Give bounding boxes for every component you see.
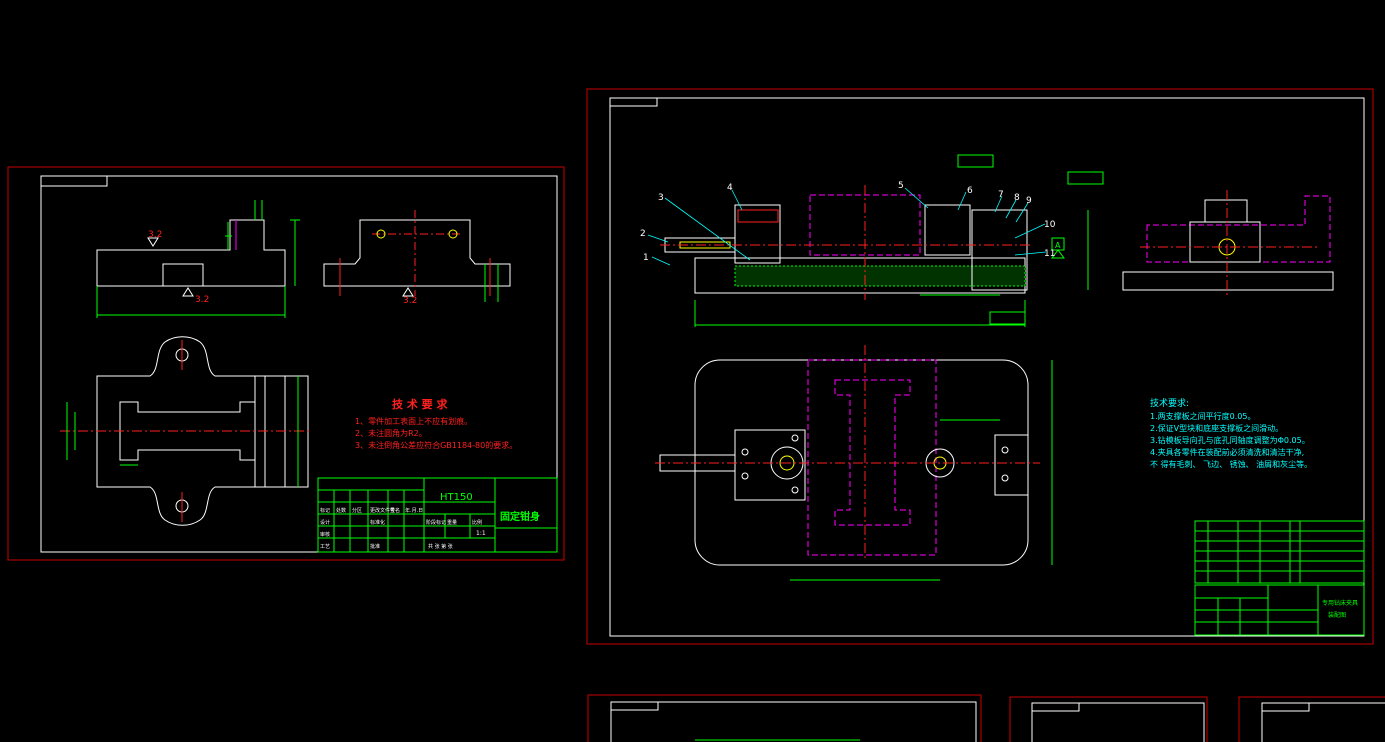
tech-line-2-2: 2.保证V型块和底座支撑板之间滑动。	[1150, 423, 1283, 433]
sheet-1-front-view	[96, 200, 300, 318]
balloon-3: 3	[658, 193, 664, 203]
datum-label: A	[1055, 241, 1061, 250]
cell-label-4: 签名	[390, 507, 400, 514]
cell-label-6: 设计	[320, 519, 330, 526]
tech-line-1-3: 3、未注倒角公差应符合GB1184-80的要求。	[355, 440, 517, 450]
sheet-2-parts-list	[1194, 520, 1365, 584]
cell-label-3: 更改文件号	[370, 507, 395, 514]
tech-title-1: 技 术 要 求	[392, 397, 448, 411]
front-view-leaders	[647, 187, 1047, 266]
cell-label-0: 标记	[320, 507, 330, 514]
sheet-2-front-view	[660, 154, 1104, 327]
cell-label-7: 标准化	[370, 519, 385, 526]
sheet-2[interactable]: 1 2 3 4 5 6 7 8 9 10 11 A	[586, 88, 1374, 645]
title-block-name-1: 固定钳身	[500, 510, 540, 523]
tech-title-2: 技术要求:	[1150, 397, 1189, 409]
cell-label-12: 工艺	[320, 544, 330, 550]
sheet-1[interactable]: 3.2 3.2 3.2	[7, 166, 565, 561]
cell-label-10: 比例	[472, 519, 482, 526]
balloon-10: 10	[1044, 220, 1056, 230]
cell-label-13: 批准	[370, 543, 380, 550]
title-block-scale: 1:1	[476, 530, 486, 537]
tech-line-2-5: 不 得有毛刺、 飞边、 锈蚀、 油屑和灰尘等。	[1150, 459, 1312, 469]
sheet-1-tech-requirements: 技 术 要 求 1、零件加工表面上不应有划痕。 2、未注圆角为R2。 3、未注倒…	[355, 397, 517, 450]
sheet-2-tech-requirements: 技术要求: 1.两支撑板之间平行度0.05。 2.保证V型块和底座支撑板之间滑动…	[1150, 397, 1312, 469]
balloon-1: 1	[643, 253, 649, 263]
balloon-4: 4	[727, 183, 733, 193]
balloon-7: 7	[998, 190, 1004, 200]
sheet-2-side-view	[1122, 190, 1334, 298]
balloon-2: 2	[640, 229, 646, 239]
title-block-material: HT150	[440, 492, 473, 503]
roughness-side-label: 3.2	[403, 296, 417, 306]
sheet-1-title-block	[317, 477, 558, 553]
sheet-1-inner-frame	[40, 175, 558, 553]
cell-label-14: 共 张 第 张	[428, 543, 453, 550]
sheet-2-title-block	[1194, 584, 1365, 636]
tech-line-1-2: 2、未注圆角为R2。	[355, 428, 427, 438]
title-block-name-2: 专用钻床夹具	[1322, 599, 1358, 607]
balloon-labels: 1 2 3 4 5 6 7 8 9 10 11	[640, 181, 1056, 263]
partial-sheet-5[interactable]	[1238, 696, 1385, 742]
cell-label-9: 重量	[447, 519, 457, 526]
tech-line-2-1: 1.两支撑板之间平行度0.05。	[1150, 411, 1255, 421]
partial-sheet-3[interactable]	[587, 694, 982, 742]
tech-line-1-1: 1、零件加工表面上不应有划痕。	[355, 416, 472, 426]
cell-label-8: 阶段标记	[426, 519, 446, 526]
balloon-8: 8	[1014, 193, 1020, 203]
title-block-cells-1: 标记 处数 分区 更改文件号 签名 年.月.日 设计 标准化 阶段标记 重量 比…	[320, 507, 482, 550]
roughness-bottom-label: 3.2	[195, 295, 209, 305]
sheet-2-top-view	[655, 345, 1053, 581]
roughness-top-label: 3.2	[148, 230, 162, 240]
tech-line-2-3: 3.钻模板导向孔与底孔同轴度调整为Φ0.05。	[1150, 435, 1310, 445]
cell-label-2: 分区	[352, 507, 362, 514]
partial-sheet-4[interactable]	[1009, 696, 1208, 742]
cell-label-1: 处数	[336, 507, 346, 514]
title-block-sub-2: 装配图	[1328, 611, 1346, 619]
sheet-2-inner-frame	[609, 97, 1365, 637]
tech-line-2-4: 4.夹具各零件在装配前必须清洗和清洁干净,	[1150, 447, 1304, 457]
sheet-2-corner-tag	[609, 97, 658, 107]
balloon-9: 9	[1026, 196, 1032, 206]
cell-label-5: 年.月.日	[405, 507, 423, 514]
cell-label-11: 审核	[320, 531, 330, 538]
balloon-6: 6	[967, 186, 973, 196]
balloon-11: 11	[1044, 249, 1055, 259]
sheet-1-top-view	[60, 336, 310, 526]
sheet-1-outer-frame	[7, 166, 565, 561]
sheet-1-corner-tag	[40, 175, 108, 187]
sheet-1-side-view	[323, 210, 511, 302]
sheet-2-outer-frame	[586, 88, 1374, 645]
balloon-5: 5	[898, 181, 904, 191]
